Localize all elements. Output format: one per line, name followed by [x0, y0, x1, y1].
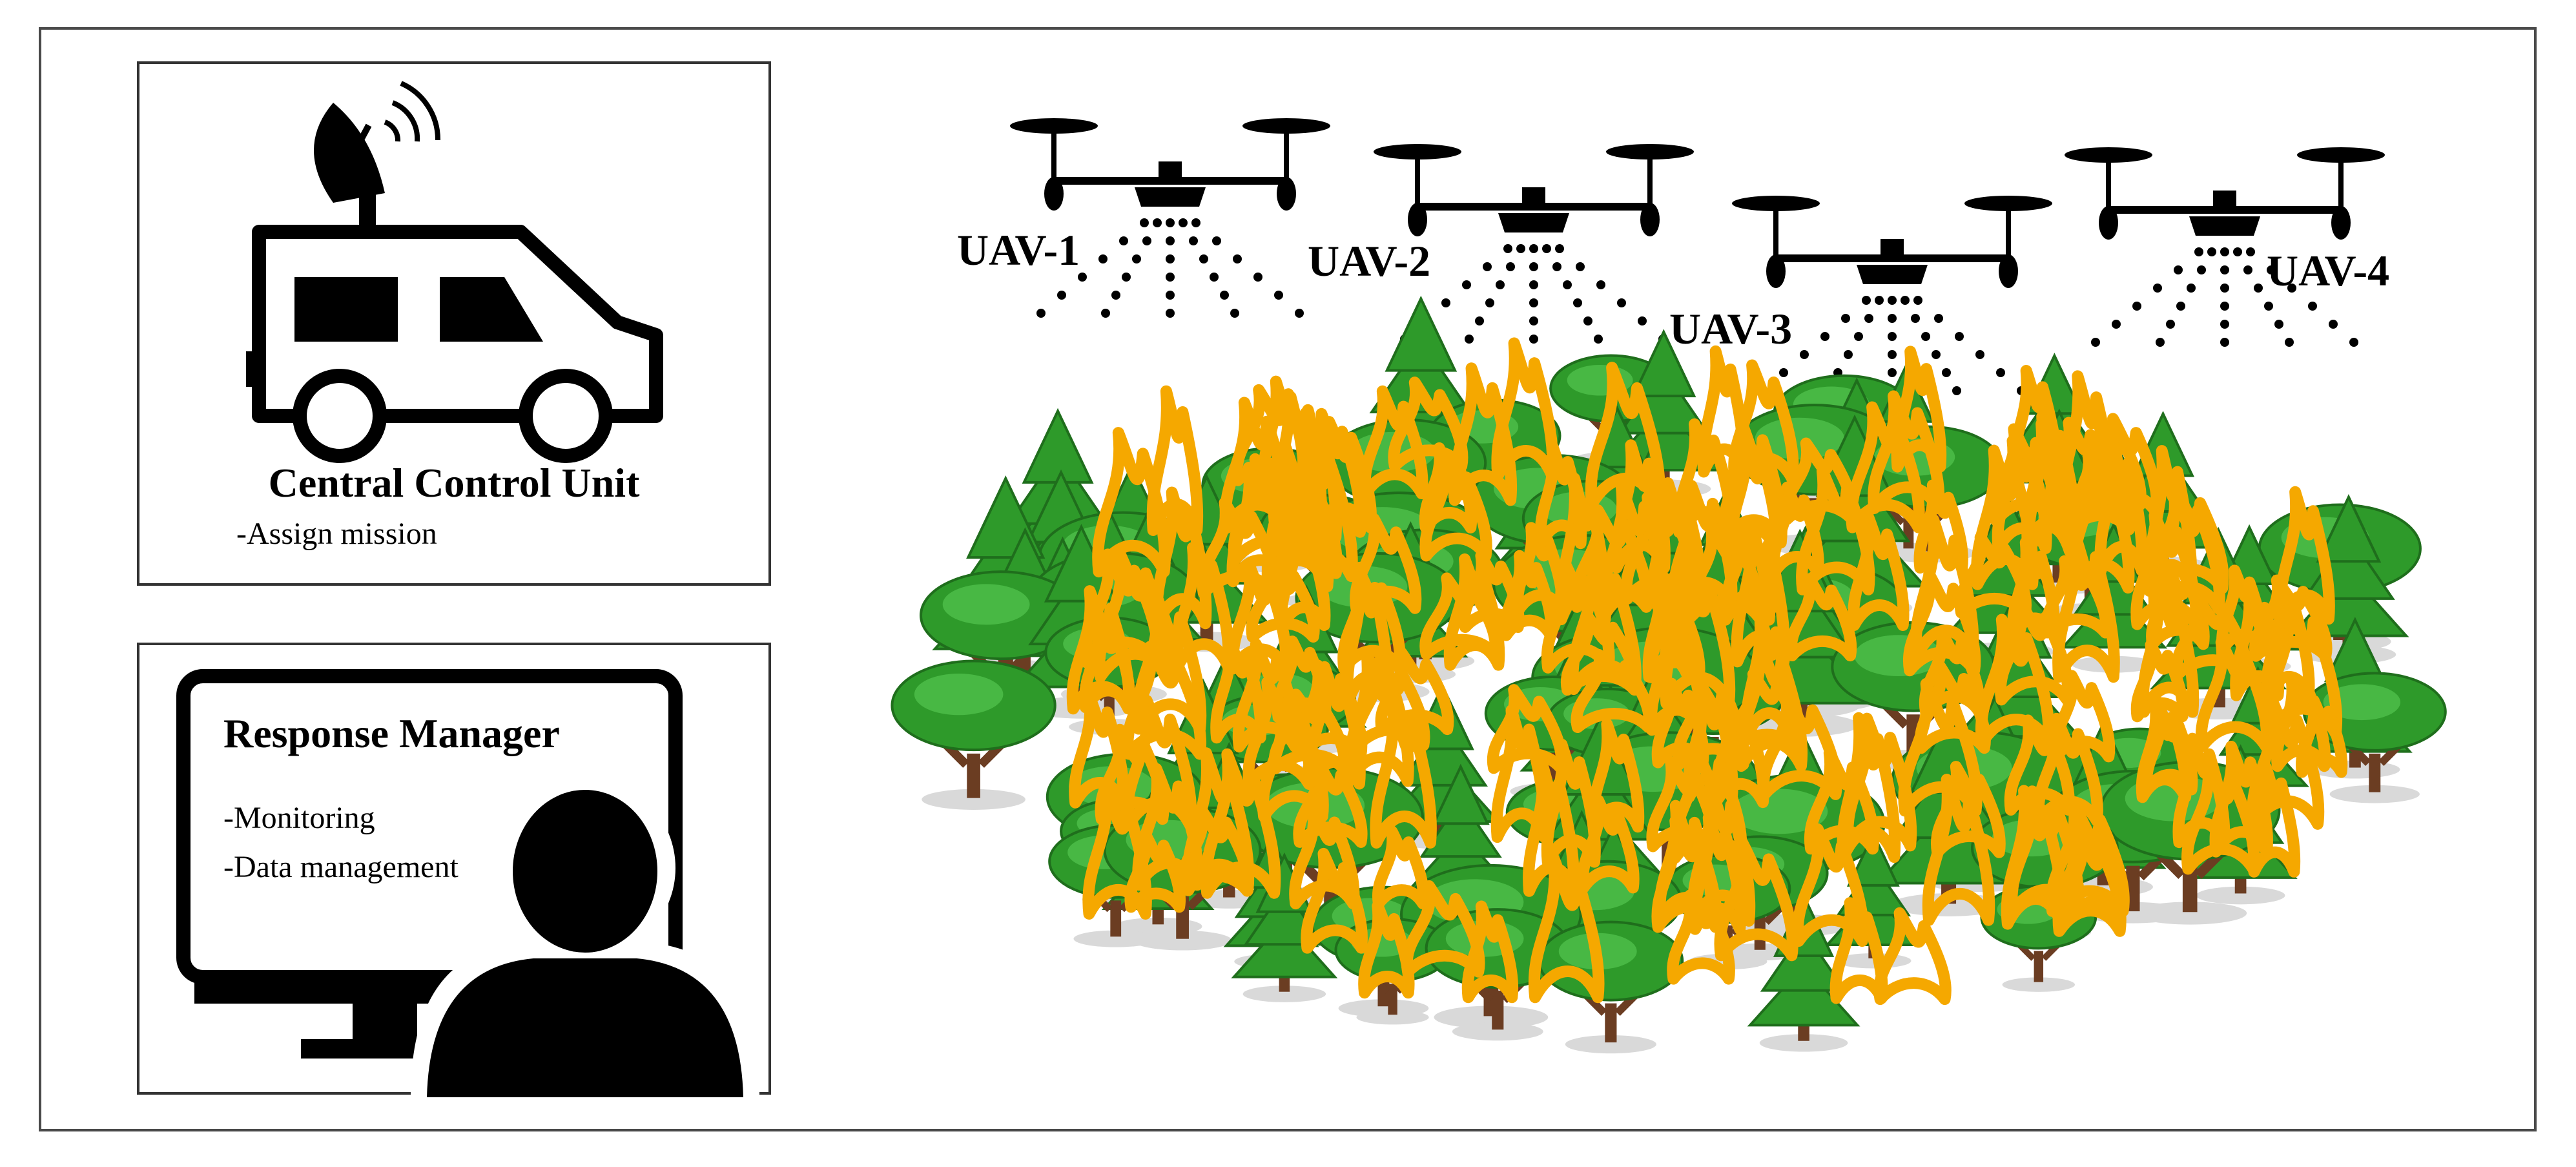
central-control-unit-panel: Central Control Unit -Assign mission: [137, 61, 771, 586]
response-manager-task-data-management: -Data management: [223, 850, 459, 884]
fire-flame: [1528, 852, 1605, 1004]
fire-flame: [1837, 712, 1901, 863]
fire-flame: [1121, 694, 1197, 832]
fire-flame: [1448, 362, 1518, 506]
fire-flame: [1718, 416, 1788, 549]
fire-flame: [1792, 823, 1869, 947]
fire-flame: [1122, 641, 1207, 760]
uav-1-label: UAV-1: [957, 225, 1080, 274]
fire-flame: [2130, 639, 2189, 723]
fire-flame: [1667, 889, 1735, 985]
uav-layer: [1010, 118, 2385, 395]
uav-2-drone-icon: [1374, 144, 1694, 344]
fire-flame: [2147, 482, 2229, 594]
fire-flame: [1914, 661, 1991, 754]
fire-flame: [2296, 695, 2348, 778]
monitor-person-icon: [176, 669, 759, 1097]
central-control-unit-title: Central Control Unit: [268, 460, 640, 506]
uav-1-drone-icon: [1010, 118, 1330, 318]
fire-flame: [1491, 337, 1559, 482]
fire-flame: [1587, 718, 1645, 833]
fire-flame: [1560, 610, 1642, 696]
fire-flame: [1359, 385, 1428, 500]
fire-flame: [1585, 362, 1665, 510]
fire-flame: [2247, 761, 2301, 878]
fire-flame: [1668, 740, 1747, 864]
fire-flame: [1092, 427, 1171, 578]
fire-flame: [1171, 542, 1235, 672]
fire-flame: [2066, 455, 2135, 594]
fire-flame: [1242, 676, 1316, 790]
fire-flame: [2216, 564, 2269, 656]
fire-flame: [1971, 444, 2039, 590]
fire-flame: [1232, 638, 1302, 753]
uav-3-drone-icon: [1732, 196, 2052, 395]
tree-icon: [891, 659, 1056, 798]
fire-flame: [1571, 648, 1655, 734]
fire-flame: [2181, 758, 2260, 875]
fire-flame: [1304, 416, 1377, 533]
fire-flame: [1728, 359, 1799, 486]
fire-flame: [1358, 900, 1415, 999]
fire-flame: [1647, 477, 1707, 605]
fire-flame: [1541, 738, 1601, 868]
response-manager-panel: Response Manager -Monitoring -Data manag…: [137, 643, 771, 1097]
fire-flame: [1146, 385, 1204, 536]
fire-flame: [1930, 761, 2006, 858]
fire-flame: [1758, 689, 1842, 800]
fire-flame: [1554, 472, 1612, 626]
central-control-unit-task: -Assign mission: [236, 517, 437, 551]
fire-flame: [1124, 829, 1186, 913]
tree-icon: [1538, 920, 1684, 1043]
uav-3-label: UAV-3: [1669, 304, 1793, 353]
fire-flame: [1080, 548, 1164, 668]
fire-flame: [1714, 836, 1798, 962]
fire-flame: [1401, 880, 1485, 978]
fire-flame: [1301, 847, 1368, 954]
diagram-frame: [39, 27, 2537, 1131]
fire-flame: [1975, 614, 2055, 749]
fire-flame: [1846, 401, 1925, 533]
fire-flame: [1226, 461, 1292, 588]
fire-flame: [2032, 712, 2103, 827]
fire-flame: [1458, 550, 1525, 634]
fire-flame: [2088, 413, 2163, 519]
fire-flame: [1069, 690, 1129, 809]
fire-flame: [1873, 907, 1952, 1006]
uav-4-label: UAV-4: [2267, 246, 2390, 295]
fire-flame: [1785, 573, 1857, 662]
fire-flame: [1796, 465, 1875, 595]
fire-flame: [1419, 572, 1501, 660]
fire-flame: [2247, 696, 2325, 830]
uav-2-label: UAV-2: [1308, 236, 1431, 285]
fire-flame: [1293, 757, 1368, 848]
uav-4-drone-icon: [2065, 147, 2385, 347]
fire-flame: [1910, 513, 1979, 662]
fire-flame: [1645, 617, 1707, 736]
fire-flame: [2006, 365, 2063, 486]
fire-flame: [1132, 763, 1204, 891]
fire-flame: [2049, 670, 2116, 763]
fire-flame: [1261, 442, 1334, 593]
fire-flame: [1731, 517, 1791, 668]
fire-flames: [1066, 337, 2348, 1006]
fire-flame: [1372, 825, 1430, 910]
van-satellite-icon: [246, 81, 663, 463]
fire-flame: [1343, 648, 1414, 787]
fire-flame: [1570, 504, 1653, 613]
fire-flame: [2274, 486, 2335, 625]
response-manager-task-monitoring: -Monitoring: [223, 801, 375, 835]
fire-flame: [2140, 704, 2198, 796]
fire-flame: [1350, 513, 1422, 614]
fire-flame: [1534, 441, 1587, 550]
response-manager-title: Response Manager: [223, 710, 560, 756]
